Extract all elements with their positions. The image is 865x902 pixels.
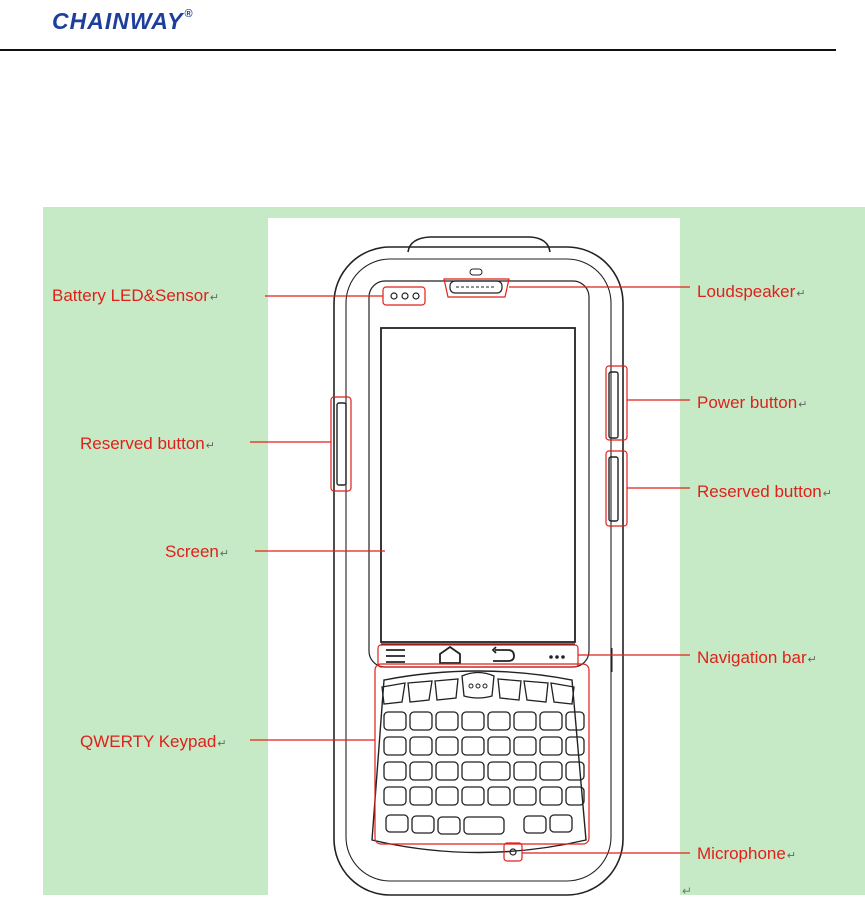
label-navigation-bar: Navigation bar↵: [697, 648, 817, 670]
back-icon: [493, 647, 514, 661]
return-mark: ↵: [220, 548, 229, 560]
label-navigation-bar-text: Navigation bar: [697, 648, 807, 667]
return-mark: ↵: [210, 292, 219, 304]
return-mark: ↵: [787, 850, 796, 862]
right-side-button-lower: [609, 457, 618, 521]
label-reserved-right: Reserved button↵: [697, 482, 832, 504]
label-power-button-text: Power button: [697, 393, 797, 412]
label-microphone: Microphone↵: [697, 844, 796, 866]
menu-icon: [386, 650, 405, 662]
return-mark: ↵: [798, 399, 807, 411]
display-bezel: [369, 281, 589, 667]
label-screen: Screen↵: [165, 542, 229, 564]
return-mark: ↵: [206, 440, 215, 452]
return-mark: ↵: [823, 488, 832, 500]
device-body-outer: [334, 247, 623, 895]
keypad-keys: [382, 673, 584, 835]
screen-area: [381, 328, 575, 642]
label-reserved-right-text: Reserved button: [697, 482, 822, 501]
left-side-button: [337, 403, 346, 485]
right-side-button-upper: [609, 372, 618, 438]
top-grip: [408, 237, 550, 252]
return-mark: ↵: [217, 738, 226, 750]
more-icon: [549, 655, 565, 659]
paragraph-return-mark: ↵: [682, 884, 692, 898]
label-microphone-text: Microphone: [697, 844, 786, 863]
label-loudspeaker: Loudspeaker↵: [697, 282, 806, 304]
led-dot-2: [402, 293, 408, 299]
label-reserved-left: Reserved button↵: [80, 434, 215, 456]
return-mark: ↵: [796, 288, 805, 300]
return-mark: ↵: [808, 654, 817, 666]
label-battery-led: Battery LED&Sensor↵: [52, 286, 219, 308]
label-qwerty-keypad-text: QWERTY Keypad: [80, 732, 216, 751]
led-dot-1: [391, 293, 397, 299]
label-loudspeaker-text: Loudspeaker: [697, 282, 795, 301]
earpiece-slot: [470, 269, 482, 275]
label-battery-led-text: Battery LED&Sensor: [52, 286, 209, 305]
home-icon: [440, 647, 460, 663]
label-screen-text: Screen: [165, 542, 219, 561]
label-reserved-left-text: Reserved button: [80, 434, 205, 453]
label-power-button: Power button↵: [697, 393, 807, 415]
led-dot-3: [413, 293, 419, 299]
label-qwerty-keypad: QWERTY Keypad↵: [80, 732, 227, 754]
